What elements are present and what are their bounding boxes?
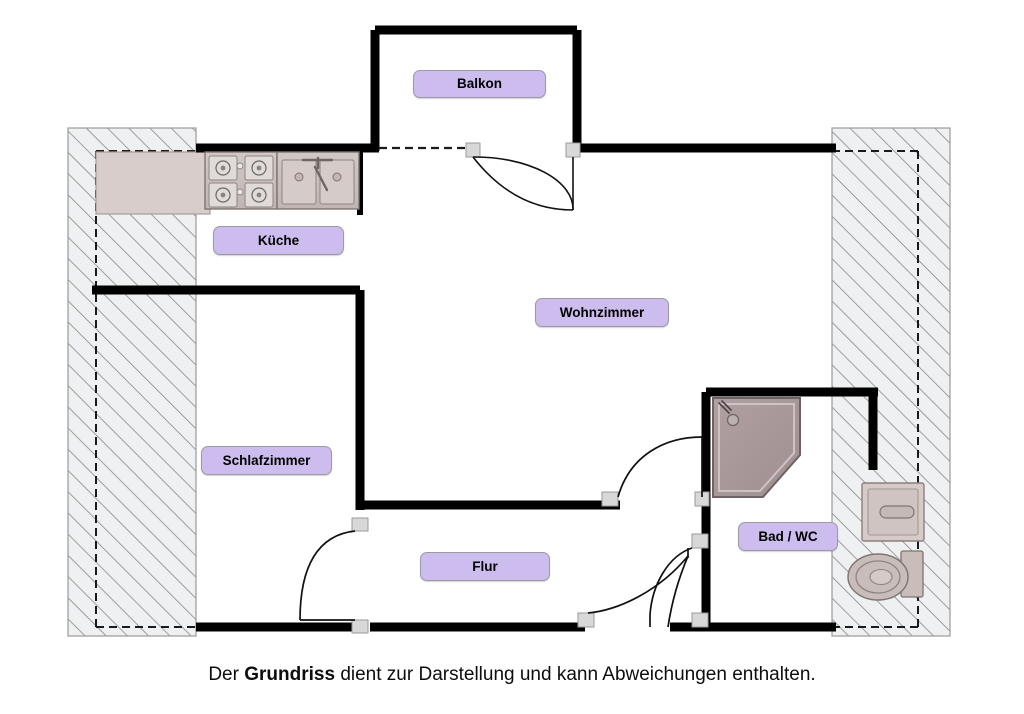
room-label-balkon: Balkon — [413, 70, 546, 98]
sink-counter-fixture — [276, 151, 360, 210]
bathroom-door — [649, 533, 709, 628]
room-label-schlafzimmer: Schlafzimmer — [201, 446, 332, 475]
caption-suffix: dient zur Darstellung und kann Abweichun… — [335, 664, 816, 685]
stove-4-burner-icon — [204, 151, 278, 210]
hall-door — [577, 548, 689, 628]
corner-shower-icon — [712, 397, 801, 498]
dashed-boundary-right — [832, 150, 919, 628]
room-label-wohnzimmer: Wohnzimmer — [535, 298, 669, 327]
room-label-kueche: Küche — [213, 226, 344, 255]
faucet-icon — [301, 156, 334, 192]
walls — [92, 25, 878, 632]
balcony-door — [379, 142, 581, 211]
hatched-wall-right — [831, 127, 951, 637]
toilet-icon — [847, 550, 924, 601]
room-label-flur: Flur — [420, 552, 550, 581]
living-room-door — [601, 436, 710, 507]
caption-prefix: Der — [208, 664, 245, 685]
disclaimer-caption: Der Grundriss dient zur Darstellung und … — [0, 664, 1024, 686]
dashed-boundary-left — [95, 150, 205, 628]
washbasin-icon — [861, 482, 925, 542]
caption-bold-term: Grundriss — [244, 664, 336, 685]
room-label-bad-wc: Bad / WC — [738, 522, 838, 551]
bedroom-door — [299, 517, 369, 634]
counter-top-fixture — [95, 151, 211, 215]
